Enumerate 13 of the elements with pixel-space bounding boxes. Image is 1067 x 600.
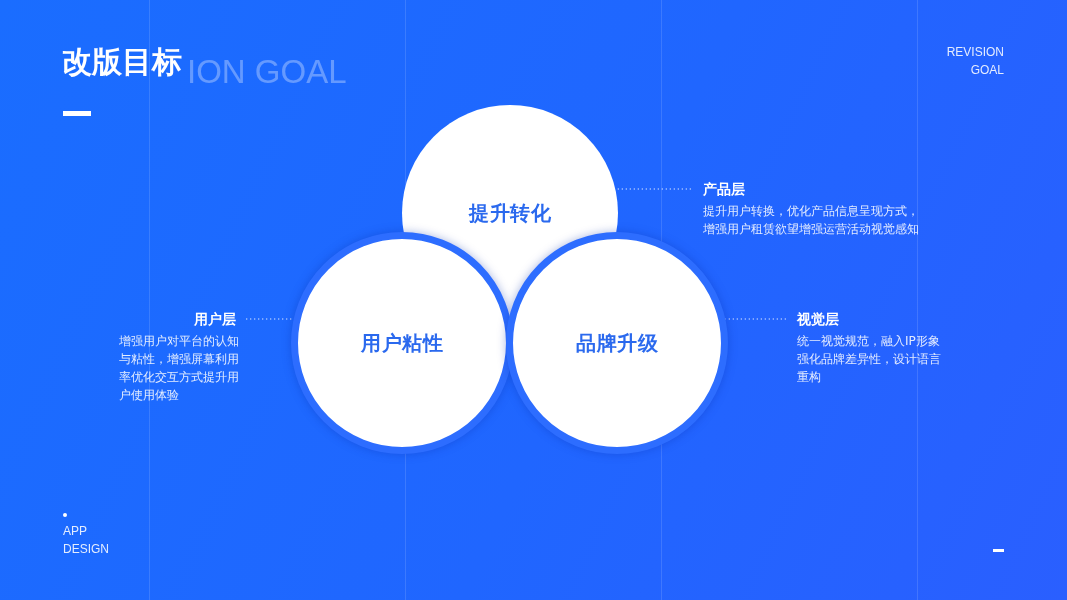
layer-description: 提升用户转换，优化产品信息呈现方式，增强用户租赁欲望增强运营活动视觉感知 (703, 203, 920, 238)
layer-description: 增强用户对平台的认知与粘性，增强屏幕利用率优化交互方式提升用户使用体验 (119, 333, 240, 404)
layer-heading: 视觉层 (797, 310, 839, 329)
title: 改版目标 (62, 44, 182, 80)
layer-heading: 用户层 (194, 310, 236, 329)
circle-label: 品牌升级 (576, 330, 658, 356)
corner-label: REVISION GOAL (945, 44, 1004, 79)
layer-description: 统一视觉规范，融入IP形象强化品牌差异性，设计语言重构 (797, 333, 942, 386)
circle-label: 用户粘性 (361, 330, 443, 356)
circle-label: 提升转化 (469, 200, 551, 226)
background-text: ION GOAL (187, 55, 347, 89)
layer-heading: 产品层 (703, 180, 745, 199)
corner-label: APP DESIGN (63, 523, 110, 558)
